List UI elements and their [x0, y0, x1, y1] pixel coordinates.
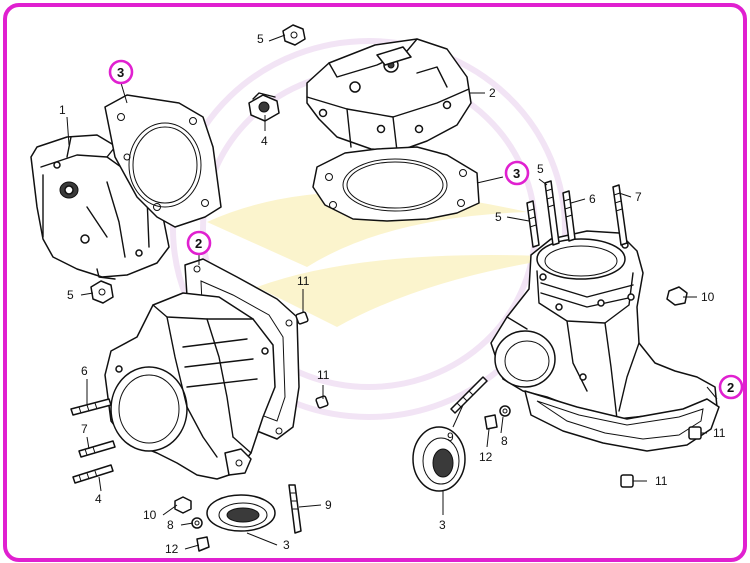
callout-6-left: 6	[81, 364, 88, 378]
diagram-frame: 1 3 5 4 2 3 5 5 6 7 10 2 5 11 11 6 7 4 9…	[3, 3, 747, 562]
callout-3-head-gasket-top: 3	[513, 166, 520, 181]
callout-5-left: 5	[67, 288, 74, 302]
base-gasket-right[interactable]	[524, 390, 720, 452]
callout-11-b: 11	[317, 368, 330, 382]
oil-seal-lower-left[interactable]	[206, 494, 276, 532]
cylinder-head-top[interactable]	[306, 38, 472, 152]
callout-10-lower: 10	[143, 508, 157, 522]
callout-11-c: 11	[713, 426, 726, 440]
callout-3-seal-lower: 3	[283, 538, 290, 552]
leader-lines	[66, 34, 718, 550]
callout-7-stud-right: 7	[635, 190, 642, 204]
nut-left[interactable]	[90, 280, 114, 304]
cylinder-right[interactable]	[490, 230, 718, 422]
studs-lower-left[interactable]	[70, 398, 116, 484]
callout-12-lower: 12	[165, 542, 179, 556]
callout-4-top: 4	[261, 134, 268, 148]
oil-seal-right[interactable]	[412, 426, 466, 492]
callout-1: 1	[59, 103, 66, 117]
callout-3-head-gasket-left: 3	[117, 65, 124, 80]
hose-fitting[interactable]	[248, 92, 280, 122]
callout-9-right: 9	[447, 430, 454, 444]
callout-8-lower: 8	[167, 518, 174, 532]
stud-9-lower[interactable]	[288, 484, 302, 534]
callout-4-left: 4	[95, 492, 102, 506]
cylinder-lower-left[interactable]	[104, 292, 276, 480]
callout-2-head: 2	[489, 86, 496, 100]
callout-5-stud-b: 5	[495, 210, 502, 224]
head-gasket-top[interactable]	[312, 146, 480, 222]
callout-8-right: 8	[501, 434, 508, 448]
stud-9-right[interactable]	[450, 376, 488, 414]
fasteners[interactable]	[174, 286, 688, 552]
dowel-pins[interactable]	[295, 311, 702, 488]
studs-right[interactable]	[526, 180, 628, 248]
callout-11-d: 11	[655, 474, 668, 488]
head-gasket-upper-left[interactable]	[104, 94, 222, 228]
callout-12-right: 12	[479, 450, 493, 464]
callout-2-base-gasket-left: 2	[195, 236, 202, 251]
callout-6-stud-right: 6	[589, 192, 596, 206]
callout-2-base-gasket-right: 2	[727, 380, 734, 395]
callout-labels: 1 3 5 4 2 3 5 5 6 7 10 2 5 11 11 6 7 4 9…	[59, 32, 743, 556]
callout-7-left: 7	[81, 422, 88, 436]
callout-5-stud-a: 5	[537, 162, 544, 176]
callout-9-lower: 9	[325, 498, 332, 512]
nut-top[interactable]	[282, 24, 306, 46]
callout-3-seal-right: 3	[439, 518, 446, 532]
callout-11-a: 11	[297, 274, 310, 288]
callout-5-top: 5	[257, 32, 264, 46]
exploded-parts-diagram: 1 3 5 4 2 3 5 5 6 7 10 2 5 11 11 6 7 4 9…	[30, 24, 743, 556]
callout-10-right: 10	[701, 290, 715, 304]
